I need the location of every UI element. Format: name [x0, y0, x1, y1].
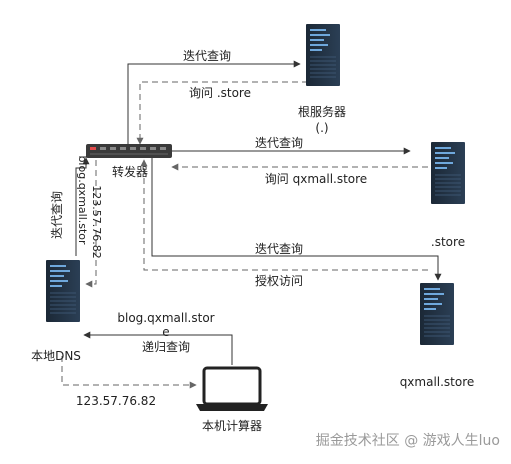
- root-server-sublabel: (.): [315, 121, 328, 135]
- router-icon: [86, 144, 172, 158]
- store-server-icon: [430, 141, 466, 205]
- edge-label-to-store: 迭代查询: [255, 136, 303, 150]
- edge-dns-to-computer: [61, 356, 197, 389]
- local-dns-label: 本地DNS: [31, 349, 81, 363]
- edge-label-to-root: 迭代查询: [183, 49, 231, 63]
- qxmall-server-label: qxmall.store: [400, 375, 475, 389]
- watermark-text: 掘金技术社区 @ 游戏人生luo: [316, 433, 500, 449]
- edge-router-to-root: [127, 60, 301, 146]
- edge-router-to-dns: [85, 160, 97, 288]
- edge-label-computer-query-type: 递归查询: [142, 340, 190, 354]
- edge-router-to-qxmall: [151, 158, 442, 281]
- computer-label: 本机计算器: [202, 418, 262, 433]
- local-dns-node: 本地DNS: [31, 259, 81, 363]
- router-label: 转发器: [112, 164, 148, 179]
- edge-dns-to-router: [75, 157, 90, 256]
- edge-label-from-root: 询问 .store: [189, 86, 251, 100]
- edge-label-dns-to-computer-ip: 123.57.76.82: [76, 394, 156, 408]
- qxmall-server-node: qxmall.store: [400, 282, 475, 389]
- root-server-label: 根服务器: [298, 104, 346, 119]
- qxmall-server-icon: [419, 282, 455, 346]
- router-node: 转发器: [86, 144, 172, 179]
- edge-label-computer-query-line1: blog.qxmall.stor: [117, 311, 214, 325]
- root-server-node: 根服务器 (.): [298, 23, 346, 135]
- root-server-icon: [305, 23, 341, 87]
- laptop-icon: [196, 366, 268, 411]
- edge-label-from-store: 询问 qxmall.store: [265, 172, 367, 186]
- edge-computer-to-dns: [83, 331, 233, 365]
- local-dns-icon: [45, 259, 81, 323]
- edge-label-dns-query-domain: blog.qxmall.stor: [76, 155, 89, 245]
- computer-node: 本机计算器: [196, 366, 268, 433]
- edge-label-to-qxmall: 迭代查询: [255, 242, 303, 256]
- store-server-label: .store: [431, 235, 465, 249]
- edge-label-dns-to-router: 迭代查询: [50, 191, 64, 239]
- edge-label-router-to-dns-ip: 123.57.76.82: [90, 185, 103, 258]
- edge-root-to-router: [136, 81, 308, 145]
- edge-qxmall-to-router: [140, 159, 428, 271]
- store-server-node: .store: [430, 141, 466, 249]
- edge-label-computer-query-line2: e: [162, 325, 169, 339]
- edge-label-from-qxmall: 授权访问: [255, 273, 303, 288]
